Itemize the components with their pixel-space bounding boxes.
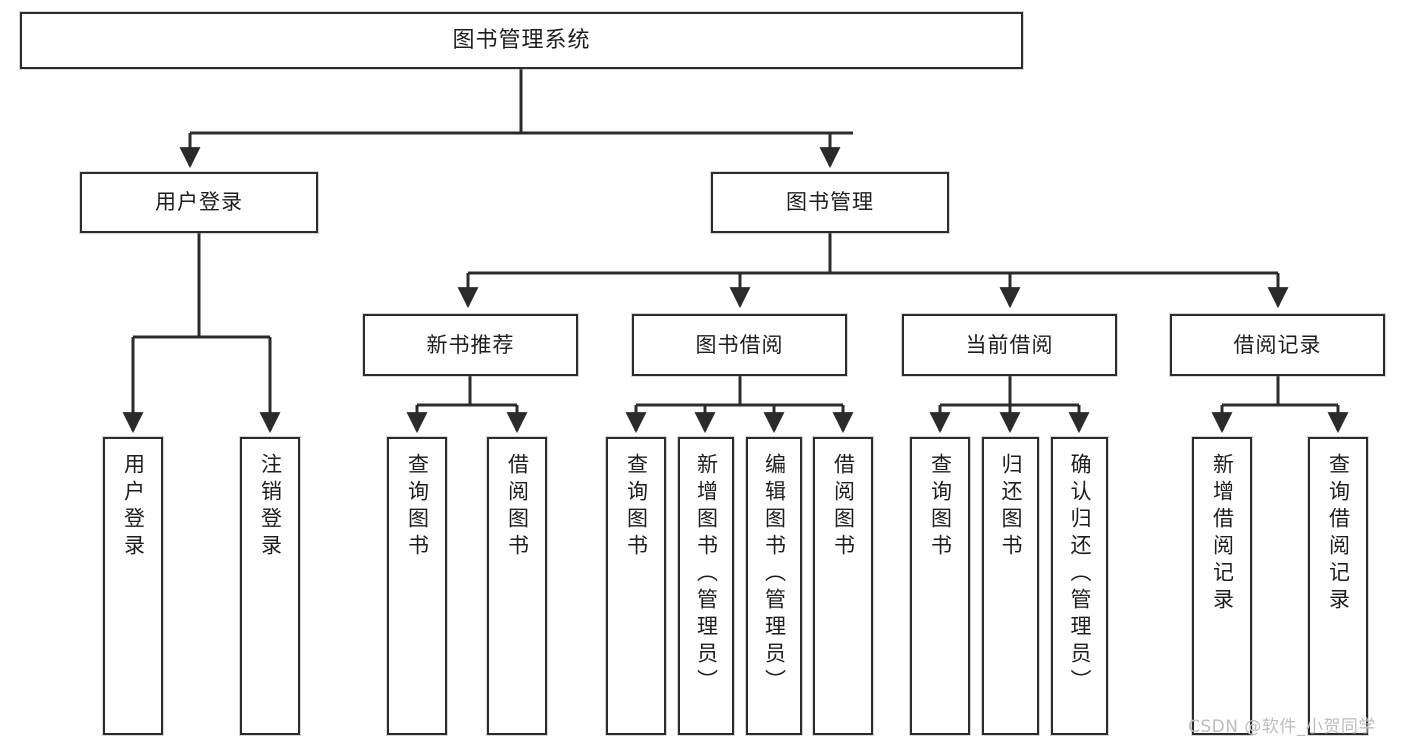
node-leaf-confirm-return[interactable]: 确认归还（管理员） <box>1051 437 1108 735</box>
node-leaf-query-book-2[interactable]: 查询图书 <box>606 437 666 735</box>
node-leaf-borrow-book-2[interactable]: 借阅图书 <box>813 437 873 735</box>
node-leaf-return-book-label: 归还图书 <box>999 453 1023 561</box>
node-leaf-query-record-label: 查询借阅记录 <box>1326 453 1351 615</box>
node-borrow-record-label: 借阅记录 <box>1233 332 1322 357</box>
node-current-borrow[interactable]: 当前借阅 <box>902 314 1117 376</box>
node-leaf-user-logout[interactable]: 注销登录 <box>240 437 300 735</box>
node-leaf-confirm-return-label: 确认归还（管理员） <box>1068 453 1092 696</box>
node-leaf-borrow-book-2-label: 借阅图书 <box>831 453 856 561</box>
node-leaf-query-book-2-label: 查询图书 <box>624 453 649 561</box>
node-new-book-rec-label: 新书推荐 <box>426 332 515 357</box>
node-leaf-query-book-1-label: 查询图书 <box>405 453 430 561</box>
node-book-borrow-label: 图书借阅 <box>695 332 784 357</box>
node-book-borrow[interactable]: 图书借阅 <box>632 314 847 376</box>
node-book-manage[interactable]: 图书管理 <box>711 172 949 233</box>
node-leaf-return-book[interactable]: 归还图书 <box>982 437 1039 735</box>
node-root[interactable]: 图书管理系统 <box>20 12 1023 69</box>
node-leaf-add-book-label: 新增图书（管理员） <box>694 453 719 696</box>
node-user-login[interactable]: 用户登录 <box>80 172 318 233</box>
node-leaf-add-record-label: 新增借阅记录 <box>1210 453 1235 615</box>
node-new-book-rec[interactable]: 新书推荐 <box>363 314 578 376</box>
node-user-login-label: 用户登录 <box>155 190 243 215</box>
node-leaf-user-login[interactable]: 用户登录 <box>103 437 163 735</box>
node-leaf-query-book-3[interactable]: 查询图书 <box>910 437 970 735</box>
node-leaf-edit-book-label: 编辑图书（管理员） <box>762 453 787 696</box>
node-leaf-borrow-book-1[interactable]: 借阅图书 <box>487 437 547 735</box>
node-leaf-add-record[interactable]: 新增借阅记录 <box>1192 437 1252 735</box>
node-leaf-user-login-label: 用户登录 <box>121 453 146 561</box>
node-current-borrow-label: 当前借阅 <box>965 332 1054 357</box>
node-root-label: 图书管理系统 <box>452 27 591 53</box>
node-leaf-edit-book[interactable]: 编辑图书（管理员） <box>746 437 802 735</box>
node-leaf-query-record[interactable]: 查询借阅记录 <box>1308 437 1368 735</box>
node-borrow-record[interactable]: 借阅记录 <box>1170 314 1385 376</box>
node-leaf-query-book-3-label: 查询图书 <box>928 453 953 561</box>
node-leaf-user-logout-label: 注销登录 <box>258 453 283 561</box>
node-leaf-borrow-book-1-label: 借阅图书 <box>505 453 530 561</box>
node-book-manage-label: 图书管理 <box>786 190 874 215</box>
node-leaf-add-book[interactable]: 新增图书（管理员） <box>678 437 734 735</box>
node-leaf-query-book-1[interactable]: 查询图书 <box>387 437 447 735</box>
